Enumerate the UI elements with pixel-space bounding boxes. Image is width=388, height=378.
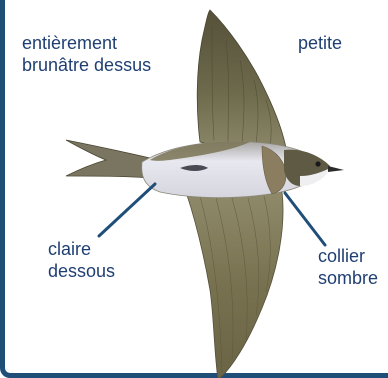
label-size: petite <box>298 32 342 54</box>
tail <box>66 140 150 178</box>
collar-pointer <box>285 193 325 245</box>
upper-wing <box>197 10 286 149</box>
label-upperparts: entièrement brunâtre dessus <box>22 32 151 76</box>
label-collar: collier sombre <box>318 245 378 289</box>
underparts-pointer <box>99 184 155 236</box>
eye <box>315 161 320 166</box>
beak <box>328 166 344 172</box>
label-underparts: claire dessous <box>48 238 115 282</box>
